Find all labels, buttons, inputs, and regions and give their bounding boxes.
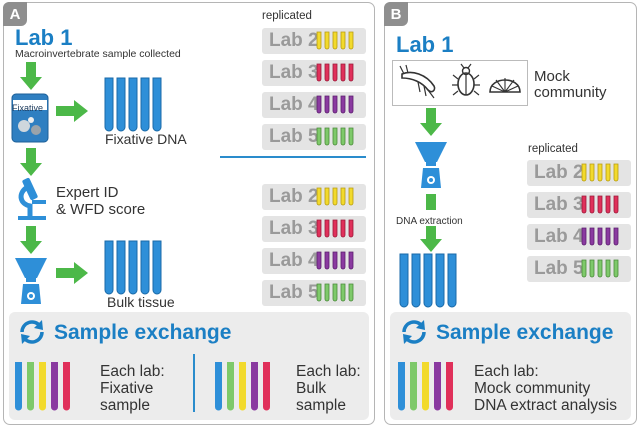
lab-box-bottom-lab5: Lab 5 [262, 280, 366, 306]
arrow-right-bulk [56, 262, 88, 284]
exchange-bulk-line1: Each lab: [296, 363, 361, 380]
lab-label: Lab 3 [534, 194, 584, 215]
panel-a-replicated-label: replicated [262, 10, 312, 22]
panel-b-lab-title: Lab 1 [396, 32, 454, 57]
homogenizer-icon [15, 258, 47, 304]
arrow-down-2 [20, 148, 42, 176]
fixative-jar-icon [11, 93, 49, 143]
arrow-down-b3 [420, 226, 442, 252]
panel-a-exchange-title: Sample exchange [54, 321, 232, 344]
exchange-bulk-line3: sample [296, 397, 346, 414]
mock-dna-tubes [399, 253, 457, 308]
beetle-icon [452, 63, 480, 96]
small-tubes-purple [581, 227, 619, 246]
small-tubes-green [581, 259, 619, 278]
small-tubes-green [316, 127, 354, 146]
small-tubes-green [316, 283, 354, 302]
lab-box-top-lab2: Lab 2 [262, 28, 366, 54]
lab-box-bottom-lab2: Lab 2 [262, 184, 366, 210]
panel-b-homogenizer-icon [415, 142, 447, 188]
lab-box-bottom-lab3: Lab 3 [262, 216, 366, 242]
exchange-fixative-line1: Each lab: [100, 363, 165, 380]
panel-a-divider [220, 156, 366, 158]
panel-b-exchange-cycle-icon [402, 320, 426, 344]
arrow-right-fixative [56, 100, 88, 122]
mock-community-line1: Mock [534, 68, 570, 85]
exchange-fixative-line3: sample [100, 397, 150, 414]
lab-label: Lab 5 [269, 126, 319, 147]
lab-box-top-lab3: Lab 3 [262, 60, 366, 86]
panel-b-exchange-line2: Mock community [474, 380, 591, 397]
small-tubes-yellow [316, 31, 354, 50]
exchange-tubes-fixative [15, 362, 70, 411]
arrow-down-b1 [420, 108, 442, 136]
lab-label: Lab 2 [269, 186, 319, 207]
lab-label: Lab 4 [534, 226, 584, 247]
fixative-label: Fixative [12, 103, 44, 113]
panel-b-exchange-line3: DNA extract analysis [474, 397, 617, 414]
small-tubes-red [316, 63, 354, 82]
exchange-divider [193, 354, 195, 412]
bulk-tissue-label: Bulk tissue [107, 294, 175, 310]
lab-label: Lab 3 [269, 218, 319, 239]
panel-b-exchange-line1: Each lab: [474, 363, 539, 380]
lab-label: Lab 2 [534, 162, 584, 183]
lab-label: Lab 4 [269, 250, 319, 271]
arrow-down-b2 [426, 194, 436, 210]
exchange-fixative-line2: Fixative [100, 380, 154, 397]
exchange-tubes-bulk [215, 362, 270, 411]
arrow-down-3 [20, 226, 42, 254]
panel-b-tag: B [384, 2, 408, 26]
lab-label: Lab 5 [534, 258, 584, 279]
panel-b-lab-box-lab3: Lab 3 [527, 192, 631, 218]
exchange-cycle-icon [20, 320, 44, 344]
panel-a-tag: A [3, 2, 27, 26]
lab-box-top-lab4: Lab 4 [262, 92, 366, 118]
small-tubes-yellow [316, 187, 354, 206]
panel-b-replicated-label: replicated [528, 143, 578, 155]
small-tubes-red [581, 195, 619, 214]
lab-label: Lab 2 [269, 30, 319, 51]
fixative-dna-tubes [104, 77, 162, 132]
exchange-bulk-line2: Bulk [296, 380, 327, 397]
panel-b-lab-box-lab2: Lab 2 [527, 160, 631, 186]
panel-b-exchange-title: Sample exchange [436, 321, 614, 344]
fixative-dna-label: Fixative DNA [105, 131, 187, 147]
panel-b-lab-box-lab5: Lab 5 [527, 256, 631, 282]
lab-box-top-lab5: Lab 5 [262, 124, 366, 150]
microscope-icon [18, 177, 46, 220]
bulk-tissue-tubes [104, 240, 162, 295]
expert-id-line2: & WFD score [56, 201, 146, 218]
small-tubes-yellow [581, 163, 619, 182]
lab-label: Lab 5 [269, 282, 319, 303]
expert-id-line1: Expert ID [56, 184, 119, 201]
shrimp-icon [399, 64, 436, 99]
panel-b-sample-exchange [390, 312, 631, 420]
dna-extraction-label: DNA extraction [396, 216, 463, 227]
arrow-down-1 [20, 62, 42, 90]
panel-b-exchange-tubes [398, 362, 453, 411]
panel-b-lab-box-lab4: Lab 4 [527, 224, 631, 250]
mock-community-line2: community [534, 84, 607, 101]
shell-icon [489, 78, 521, 93]
panel-a-lab-title: Lab 1 [15, 25, 73, 50]
lab-label: Lab 3 [269, 62, 319, 83]
small-tubes-purple [316, 251, 354, 270]
lab-label: Lab 4 [269, 94, 319, 115]
sample-caption: Macroinvertebrate sample collected [15, 48, 181, 60]
small-tubes-red [316, 219, 354, 238]
small-tubes-purple [316, 95, 354, 114]
lab-box-bottom-lab4: Lab 4 [262, 248, 366, 274]
